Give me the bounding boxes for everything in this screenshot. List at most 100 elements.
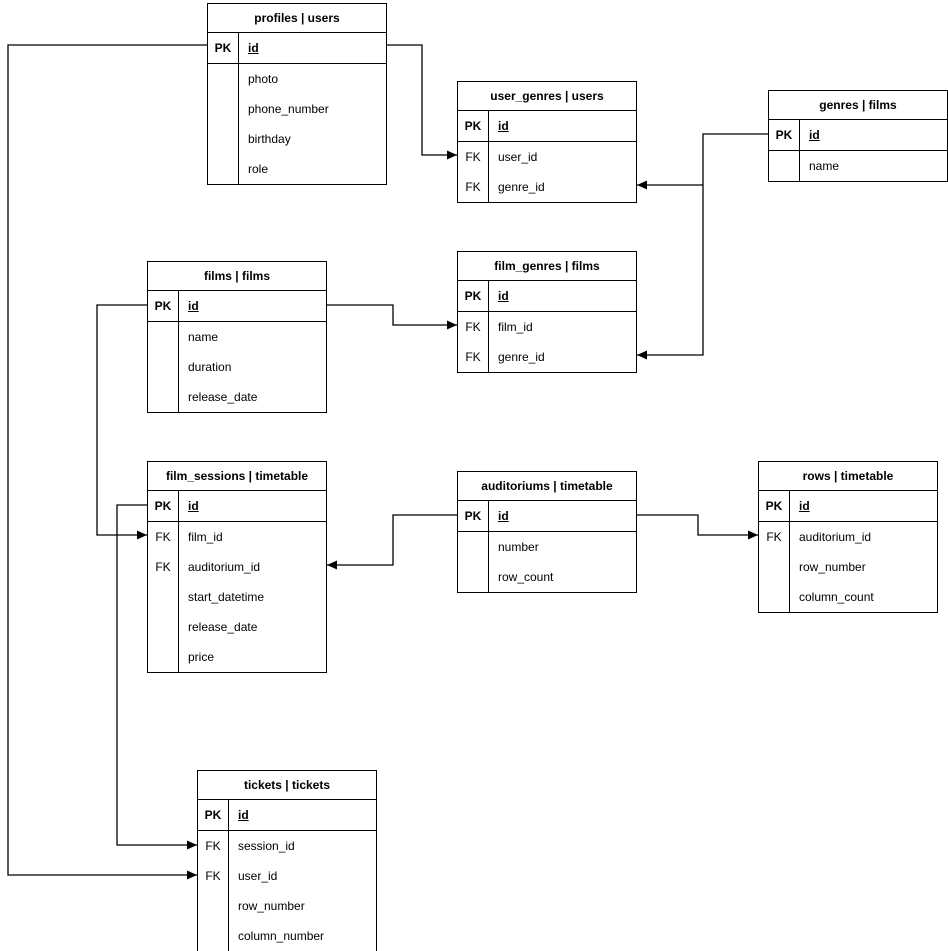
key-label — [198, 921, 229, 951]
field-user-id: user_id — [498, 150, 538, 164]
table-title: auditoriums | timetable — [458, 472, 636, 501]
field-start-datetime: start_datetime — [188, 590, 265, 604]
table-row: FK genre_id — [458, 342, 636, 372]
field-name: name — [809, 159, 840, 173]
relationship-films.id-to-film_sessions.film_id — [96, 304, 147, 540]
relationship-genres.id-to-film_genres.genre_id — [637, 133, 768, 360]
table-row: FK user_id — [458, 142, 636, 172]
table-film-sessions: film_sessions | timetable PK id FK film_… — [147, 461, 327, 673]
field-birthday: birthday — [248, 132, 291, 146]
table-title: film_genres | films — [458, 252, 636, 281]
fk-label: FK — [458, 342, 489, 372]
pk-label: PK — [759, 491, 790, 521]
field-user-id: user_id — [238, 869, 278, 883]
key-label — [198, 891, 229, 921]
field-id: id — [188, 299, 199, 313]
pk-label: PK — [458, 111, 489, 141]
table-row: phone_number — [208, 94, 386, 124]
table-row: FK auditorium_id — [759, 522, 937, 552]
table-row: name — [769, 151, 947, 181]
field-session-id: session_id — [238, 839, 295, 853]
table-title: rows | timetable — [759, 462, 937, 491]
table-row: number — [458, 532, 636, 562]
table-user-genres: user_genres | users PK id FK user_id FK … — [457, 81, 637, 203]
pk-label: PK — [769, 120, 800, 150]
key-label — [759, 582, 790, 612]
table-rows: rows | timetable PK id FK auditorium_id … — [758, 461, 938, 613]
pk-label: PK — [148, 291, 179, 321]
table-profiles: profiles | users PK id photo phone_numbe… — [207, 3, 387, 185]
table-film-genres: film_genres | films PK id FK film_id FK … — [457, 251, 637, 373]
table-title: user_genres | users — [458, 82, 636, 111]
fk-label: FK — [198, 831, 229, 861]
key-label — [208, 64, 239, 94]
field-name: name — [188, 330, 219, 344]
table-row: price — [148, 642, 326, 672]
relationship-films.id-to-film_genres.film_id — [327, 304, 457, 330]
field-id: id — [238, 808, 249, 822]
key-label — [458, 562, 489, 592]
key-label — [148, 322, 179, 352]
table-row: column_count — [759, 582, 937, 612]
field-column-number: column_number — [238, 929, 325, 943]
table-films: films | films PK id name duration releas… — [147, 261, 327, 413]
table-row: FK film_id — [458, 312, 636, 342]
field-release-date: release_date — [188, 620, 258, 634]
table-row: FK session_id — [198, 831, 376, 861]
table-row: row_number — [198, 891, 376, 921]
pk-label: PK — [458, 501, 489, 531]
field-role: role — [248, 162, 269, 176]
table-row: PK id — [769, 120, 947, 151]
table-row: release_date — [148, 612, 326, 642]
table-row: FK auditorium_id — [148, 552, 326, 582]
field-id: id — [498, 289, 509, 303]
table-title: tickets | tickets — [198, 771, 376, 800]
key-label — [148, 352, 179, 382]
key-label — [148, 582, 179, 612]
fk-label: FK — [148, 552, 179, 582]
field-photo: photo — [248, 72, 279, 86]
field-id: id — [809, 128, 820, 142]
field-release-date: release_date — [188, 390, 258, 404]
fk-label: FK — [458, 142, 489, 172]
field-column-count: column_count — [799, 590, 874, 604]
field-id: id — [188, 499, 199, 513]
field-id: id — [799, 499, 810, 513]
field-id: id — [498, 509, 509, 523]
key-label — [759, 552, 790, 582]
field-auditorium-id: auditorium_id — [188, 560, 261, 574]
table-row: PK id — [198, 800, 376, 831]
table-title: profiles | users — [208, 4, 386, 33]
table-row: photo — [208, 64, 386, 94]
field-number: number — [498, 540, 539, 554]
table-row: PK id — [458, 501, 636, 532]
table-title: film_sessions | timetable — [148, 462, 326, 491]
table-row: PK id — [148, 491, 326, 522]
table-row: PK id — [759, 491, 937, 522]
field-phone-number: phone_number — [248, 102, 329, 116]
field-id: id — [498, 119, 509, 133]
pk-label: PK — [458, 281, 489, 311]
field-film-id: film_id — [498, 320, 533, 334]
table-row: FK user_id — [198, 861, 376, 891]
table-tickets: tickets | tickets PK id FK session_id FK… — [197, 770, 377, 951]
table-title: films | films — [148, 262, 326, 291]
field-film-id: film_id — [188, 530, 223, 544]
field-genre-id: genre_id — [498, 350, 545, 364]
relationship-auditoriums.id-to-film_sessions.auditorium_id — [327, 514, 457, 570]
pk-label: PK — [198, 800, 229, 830]
key-label — [148, 382, 179, 412]
field-genre-id: genre_id — [498, 180, 545, 194]
field-auditorium-id: auditorium_id — [799, 530, 872, 544]
table-title: genres | films — [769, 91, 947, 120]
fk-label: FK — [148, 522, 179, 552]
table-row: PK id — [208, 33, 386, 64]
table-row: PK id — [148, 291, 326, 322]
field-id: id — [248, 41, 259, 55]
relationship-auditoriums.id-to-rows.auditorium_id — [637, 514, 758, 540]
relationship-profiles.id-to-user_genres.user_id — [387, 44, 457, 160]
table-row: row_count — [458, 562, 636, 592]
field-price: price — [188, 650, 215, 664]
